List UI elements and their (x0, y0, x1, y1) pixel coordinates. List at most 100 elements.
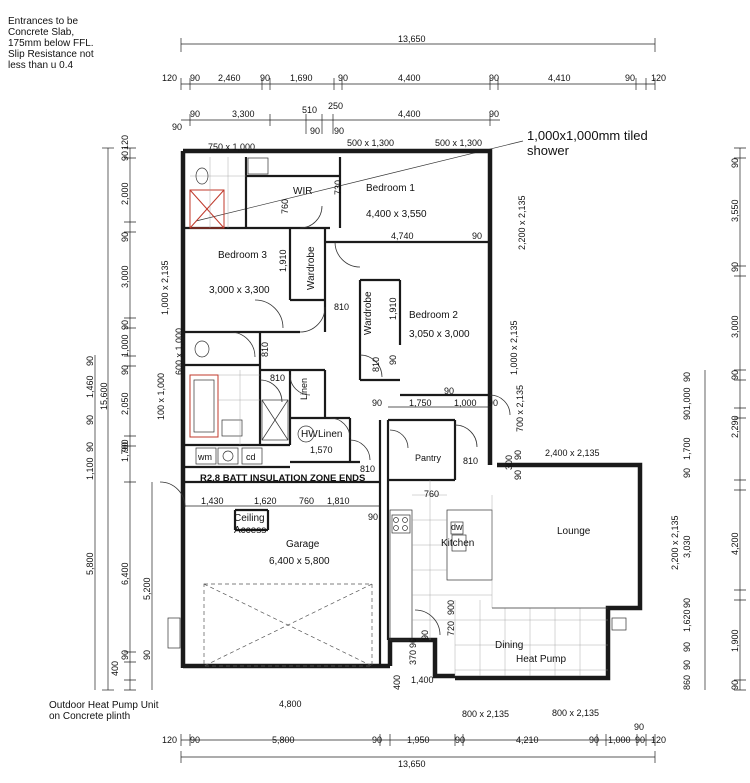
note-entrances-line-3: 175mm below FFL. (8, 38, 94, 49)
bottom-dim-120-right: 120 (651, 735, 666, 745)
doors (159, 205, 511, 636)
bedroom-3-size: 3,000 x 3,300 (209, 285, 270, 296)
right-dim-3030: 3,030 (682, 535, 692, 558)
dim-90-c: 90 (444, 386, 454, 396)
top-dim-90-c: 90 (338, 73, 348, 83)
top-dim-120-right: 120 (651, 73, 666, 83)
window-800x2135-a: 800 x 2,135 (462, 709, 509, 719)
left-col3-5200: 5,200 (142, 577, 152, 600)
left-col2-2000: 2,000 (120, 182, 130, 205)
right-dim-1000: 1,000 (682, 387, 692, 410)
dim-400: 400 (392, 675, 402, 690)
linen-label-vertical: Linen (299, 378, 309, 400)
bottom-dim-120-left: 120 (162, 735, 177, 745)
bottom-overall-dim: 13,650 (398, 759, 426, 769)
heat-pump-note-line-1: Outdoor Heat Pump Unit (49, 700, 159, 711)
garage-door (203, 583, 373, 667)
dishwasher-label: dw (451, 522, 463, 532)
dim-4800: 4,800 (279, 699, 302, 709)
dim-720: 720 (446, 621, 456, 636)
bedroom-3-name: Bedroom 3 (218, 250, 267, 261)
dim-1750: 1,750 (409, 398, 432, 408)
laundry: wm cd (195, 447, 263, 465)
right-dim-90-d: 90 (682, 372, 692, 382)
bottom-dim-1000: 1,000 (608, 735, 631, 745)
dim-1570: 1,570 (310, 445, 333, 455)
window-2200x2135-a: 2,200 x 2,135 (517, 195, 527, 250)
dim-1810: 1,810 (327, 496, 350, 506)
dim-90-f: 90 (368, 512, 378, 522)
wir-label: WIR (293, 186, 312, 197)
note-entrances-line-1: Entrances to be (8, 16, 78, 27)
window-2200x2135-b: 2,200 x 2,135 (670, 515, 680, 570)
ensuite (189, 157, 269, 229)
window-750x1000: 750 x 1,000 (208, 142, 255, 152)
bottom-dim-4210: 4,210 (516, 735, 539, 745)
bedroom-2-name: Bedroom 2 (409, 310, 458, 321)
top-overall-dim: 13,650 (398, 34, 426, 44)
dim-1620: 1,620 (254, 496, 277, 506)
left-dim-90-c: 90 (85, 415, 95, 425)
bedroom-2-size: 3,050 x 3,000 (409, 329, 470, 340)
left-col2-120: 120 (120, 135, 130, 150)
top-dimension-chain: 13,650 120 90 2,460 90 1,690 90 4,400 90… (162, 34, 666, 136)
top-dim2-90-a: 90 (190, 109, 200, 119)
bottom-dim-90-extra: 90 (634, 722, 644, 732)
dim-90-g: 90 (420, 630, 430, 640)
dim-90-bed1: 90 (472, 231, 482, 241)
right-dim-90-a: 90 (730, 158, 740, 168)
dim-760-garage: 760 (299, 496, 314, 506)
dining-label: Dining (495, 640, 523, 651)
left-col2-3000: 3,000 (120, 265, 130, 288)
top-dim-1690: 1,690 (290, 73, 313, 83)
left-col2-400: 400 (110, 661, 120, 676)
garage-name: Garage (286, 539, 320, 550)
lounge-label: Lounge (557, 526, 591, 537)
dim-760-wir: 760 (280, 199, 290, 214)
right-dim-1700: 1,700 (682, 437, 692, 460)
right-dim-90-f: 90 (682, 468, 692, 478)
dim-810-a: 810 (334, 302, 349, 312)
left-col2-90-f: 90 (120, 650, 130, 660)
left-col3-90: 90 (142, 650, 152, 660)
window-800x2135-b: 800 x 2,135 (552, 708, 599, 718)
ceiling-access-line-2: Access (234, 525, 266, 536)
garage-size: 6,400 x 5,800 (269, 556, 330, 567)
window-2400x2135: 2,400 x 2,135 (545, 448, 600, 458)
right-dim-90-c: 90 (730, 370, 740, 380)
dim-4740: 4,740 (391, 231, 414, 241)
right-dim-3000: 3,000 (730, 315, 740, 338)
window-500x1300-b: 500 x 1,300 (435, 138, 482, 148)
left-dim-90-a: 90 (85, 442, 95, 452)
tiled-floor (412, 480, 608, 676)
bottom-dim-5800: 5,800 (272, 735, 295, 745)
top-dim-90-b: 90 (260, 73, 270, 83)
left-dim-1100: 1,100 (85, 457, 95, 480)
left-col2-1000: 1,000 (120, 334, 130, 357)
dim-900: 900 (446, 600, 456, 615)
right-dim-3550: 3,550 (730, 199, 740, 222)
top-dim2-4400: 4,400 (398, 109, 421, 119)
interior-dimensions: 4,740 90 760 730 1,910 810 810 810 1,910… (156, 138, 680, 719)
top-dim-4410: 4,410 (548, 73, 571, 83)
dim-810-b: 810 (260, 342, 270, 357)
top-dim2-510: 510 (302, 105, 317, 115)
shower-callout-line-2: shower (527, 143, 570, 158)
dim-810-d: 810 (270, 373, 285, 383)
heat-pump-note-line-2: on Concrete plinth (49, 711, 130, 722)
wardrobe-bed2-label: Wardrobe (363, 291, 374, 335)
outdoor-tap (611, 617, 627, 631)
top-dim2-90-d: 90 (489, 109, 499, 119)
insulation-note: R2.8 BATT INSULATION ZONE ENDS (200, 473, 365, 484)
dim-810-f: 810 (463, 456, 478, 466)
heat-pump-label: Heat Pump (516, 654, 566, 665)
bottom-dim-90-a: 90 (190, 735, 200, 745)
dim-90-h: 90 (408, 638, 418, 648)
left-col2-90-d: 90 (120, 365, 130, 375)
pantry-label: Pantry (415, 453, 442, 463)
wardrobe-bed3-label: Wardrobe (306, 246, 317, 290)
bottom-dim-1950: 1,950 (407, 735, 430, 745)
top-dim2-90-left: 90 (172, 122, 182, 132)
dim-90-e: 90 (488, 398, 498, 408)
